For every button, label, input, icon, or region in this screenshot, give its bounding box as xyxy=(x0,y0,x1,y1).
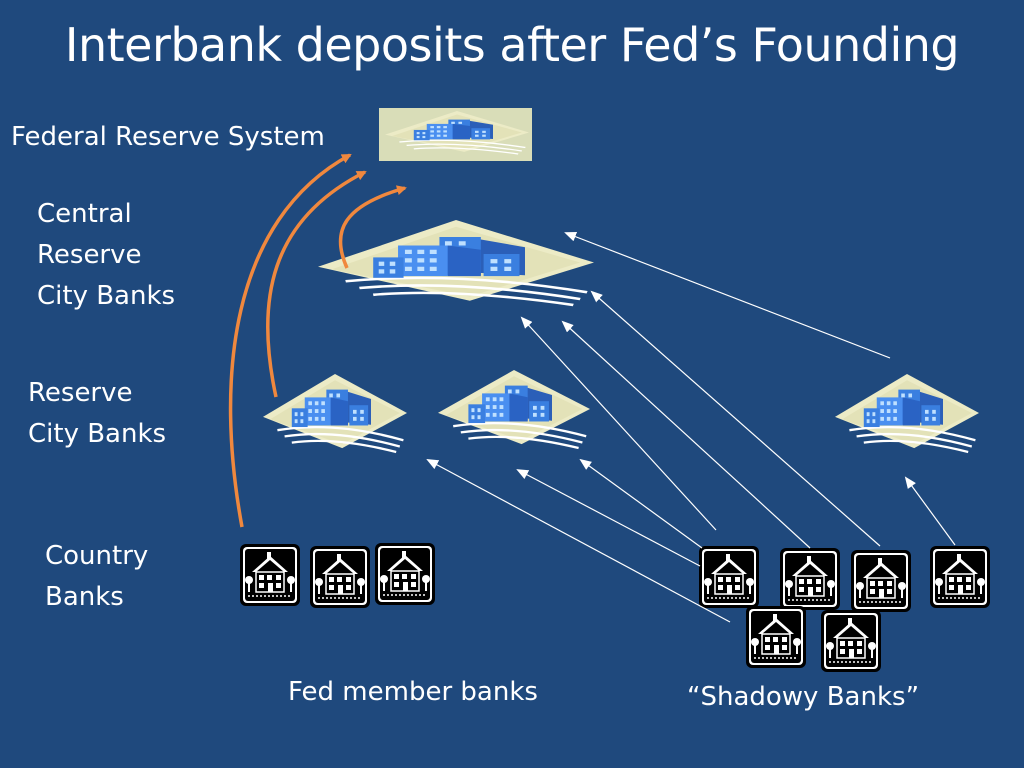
arrow xyxy=(520,316,717,531)
house-icon xyxy=(929,545,991,609)
label-central-reserve-city-banks: Central Reserve City Banks xyxy=(37,194,175,317)
arrow-central-to-fed xyxy=(338,185,407,269)
label-line: City Banks xyxy=(28,419,167,449)
arrow xyxy=(590,290,881,547)
label-line: Central xyxy=(37,199,132,229)
reserve-city-bank-icon-2 xyxy=(436,368,592,450)
label-line: Reserve xyxy=(28,378,133,408)
shadow-deposit-arrows xyxy=(426,231,956,623)
arrow xyxy=(516,469,701,567)
label-shadowy-banks: “Shadowy Banks” xyxy=(687,682,920,712)
fed-deposit-arrows xyxy=(228,153,407,528)
arrow-country-to-fed xyxy=(228,153,352,528)
arrow xyxy=(561,320,811,549)
house-icon xyxy=(779,547,841,611)
arrow xyxy=(904,476,956,546)
house-icon xyxy=(374,542,436,606)
slide-title: Interbank deposits after Fed’s Founding xyxy=(64,18,960,72)
label-line: Country xyxy=(45,541,149,571)
arrow xyxy=(564,231,891,359)
label-reserve-city-banks: Reserve City Banks xyxy=(28,373,166,455)
central-reserve-city-bank-icon xyxy=(318,220,594,305)
label-line: Reserve xyxy=(37,240,142,270)
house-icon xyxy=(850,549,912,613)
label-fed-member-banks: Fed member banks xyxy=(288,677,538,707)
reserve-city-bank-icon-3 xyxy=(833,372,981,454)
label-line: City Banks xyxy=(37,281,176,311)
house-icon xyxy=(239,543,301,607)
label-line: Banks xyxy=(45,582,124,612)
house-icon xyxy=(745,605,807,669)
arrow xyxy=(426,459,731,623)
house-icon xyxy=(820,609,882,673)
house-icon xyxy=(309,545,371,609)
reserve-city-bank-icon-1 xyxy=(261,372,409,454)
house-icon xyxy=(698,545,760,609)
label-country-banks: Country Banks xyxy=(45,536,148,618)
arrow-reserve-to-fed xyxy=(265,170,367,398)
label-federal-reserve-system: Federal Reserve System xyxy=(11,122,325,152)
arrow xyxy=(579,458,703,549)
